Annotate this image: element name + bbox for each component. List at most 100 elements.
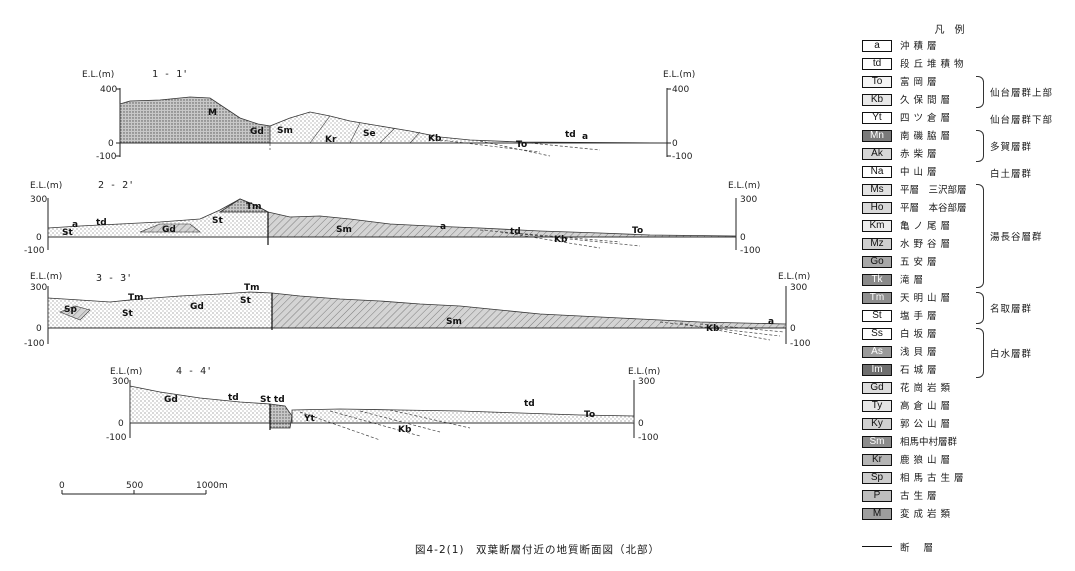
legend-group-label: 仙台層群上部 [990,88,1054,99]
svg-text:td: td [510,227,521,237]
legend-symbol: M [862,508,892,520]
legend-name: 鹿狼山層 [900,455,955,466]
svg-text:400: 400 [672,85,689,95]
legend-group-label: 多賀層群 [990,142,1033,153]
legend-name: 変成岩類 [900,509,955,520]
legend-name: 平層 三沢部層 [900,185,967,196]
svg-text:td: td [524,399,535,409]
legend-item: Km 亀ノ尾層 [862,218,1067,236]
legend-name: 相馬中村層群 [900,437,958,448]
legend-symbol: Ms [862,184,892,196]
section-1-tick-zero: 0 [108,139,114,149]
svg-text:Tm: Tm [244,283,260,293]
section-4: E.L.(m) 4 - 4' E.L.(m) 300 0 -100 300 0 … [106,366,660,443]
legend-name: 天明山層 [900,293,955,304]
legend-symbol: Km [862,220,892,232]
legend-symbol: St [862,310,892,322]
legend-symbol: Mz [862,238,892,250]
legend-group-label: 白水層群 [990,349,1033,360]
fault-line-symbol [862,546,892,547]
svg-text:0: 0 [118,419,124,429]
legend-symbol: Na [862,166,892,178]
svg-text:E.L.(m): E.L.(m) [30,181,62,191]
svg-text:300: 300 [790,283,807,293]
svg-text:E.L.(m): E.L.(m) [30,272,62,282]
legend-item: Ms 平層 三沢部層 [862,182,1067,200]
svg-text:0: 0 [638,419,644,429]
svg-text:0: 0 [672,139,678,149]
legend-name: 高倉山層 [900,401,955,412]
svg-text:To: To [632,226,643,236]
legend-symbol: a [862,40,892,52]
legend-name: 南磯脇層 [900,131,955,142]
section-2: E.L.(m) 2 - 2' E.L.(m) 300 0 -100 300 0 … [24,180,761,256]
section-1-el-right: E.L.(m) [663,70,695,80]
svg-text:a: a [768,317,774,327]
fault-label: 断層 [900,543,948,554]
svg-text:a: a [440,222,446,232]
svg-text:Gd: Gd [250,127,264,137]
scale-tick-500: 500 [126,481,143,491]
legend-symbol: Kr [862,454,892,466]
legend-name: 石城層 [900,365,941,376]
legend-symbol: Go [862,256,892,268]
svg-text:0: 0 [36,233,42,243]
scale-tick-1000: 1000m [196,481,228,491]
svg-text:300: 300 [30,283,47,293]
scale-bar: 0 500 1000m [59,481,228,495]
svg-text:E.L.(m): E.L.(m) [778,272,810,282]
legend-name: 浅貝層 [900,347,941,358]
legend-symbol: Ky [862,418,892,430]
legend-name: 亀ノ尾層 [900,221,955,232]
svg-text:To: To [584,410,595,420]
svg-text:M: M [208,108,217,118]
section-1-tick-top: 400 [100,85,117,95]
svg-text:St: St [122,309,133,319]
svg-text:St td: St td [260,395,285,405]
section-1-tick-bottom: -100 [96,152,117,162]
section-1-unit-m [119,96,271,144]
legend-symbol: Ty [862,400,892,412]
section-1-el-left: E.L.(m) [82,70,114,80]
legend-group-label: 名取層群 [990,304,1033,315]
svg-text:Kr: Kr [325,135,337,145]
figure-caption: 図4-2(1) 双葉断層付近の地質断面図（北部） [414,544,661,556]
svg-text:a: a [582,132,588,142]
legend-name: 花崗岩類 [900,383,955,394]
legend-item: Ty 高倉山層 [862,398,1067,416]
svg-text:Kb: Kb [428,134,442,144]
svg-text:Yt: Yt [303,414,316,424]
svg-text:td: td [96,218,107,228]
legend-symbol: td [862,58,892,70]
svg-text:E.L.(m): E.L.(m) [728,181,760,191]
svg-text:300: 300 [30,195,47,205]
svg-text:St: St [212,216,223,226]
legend-symbol: Kb [862,94,892,106]
legend-symbol: Yt [862,112,892,124]
legend-item: Kr 鹿狼山層 [862,452,1067,470]
legend-group-brace [976,130,984,162]
legend-group-brace [976,76,984,108]
svg-text:Kb: Kb [706,324,720,334]
cross-sections: E.L.(m) 1 - 1' E.L.(m) 400 0 -100 400 0 … [24,69,811,495]
legend-group-brace [976,184,984,288]
svg-text:Sm: Sm [446,317,462,327]
legend-name: 沖積層 [900,41,941,52]
svg-text:-100: -100 [740,246,761,256]
legend-group-label: 仙台層群下部 [990,115,1054,126]
svg-text:Se: Se [363,129,376,139]
legend-group-brace [976,328,984,378]
svg-text:0: 0 [36,324,42,334]
svg-text:-100: -100 [24,246,45,256]
svg-text:-100: -100 [638,433,659,443]
legend-symbol: Ak [862,148,892,160]
legend-fault: 断層 [862,538,1067,554]
